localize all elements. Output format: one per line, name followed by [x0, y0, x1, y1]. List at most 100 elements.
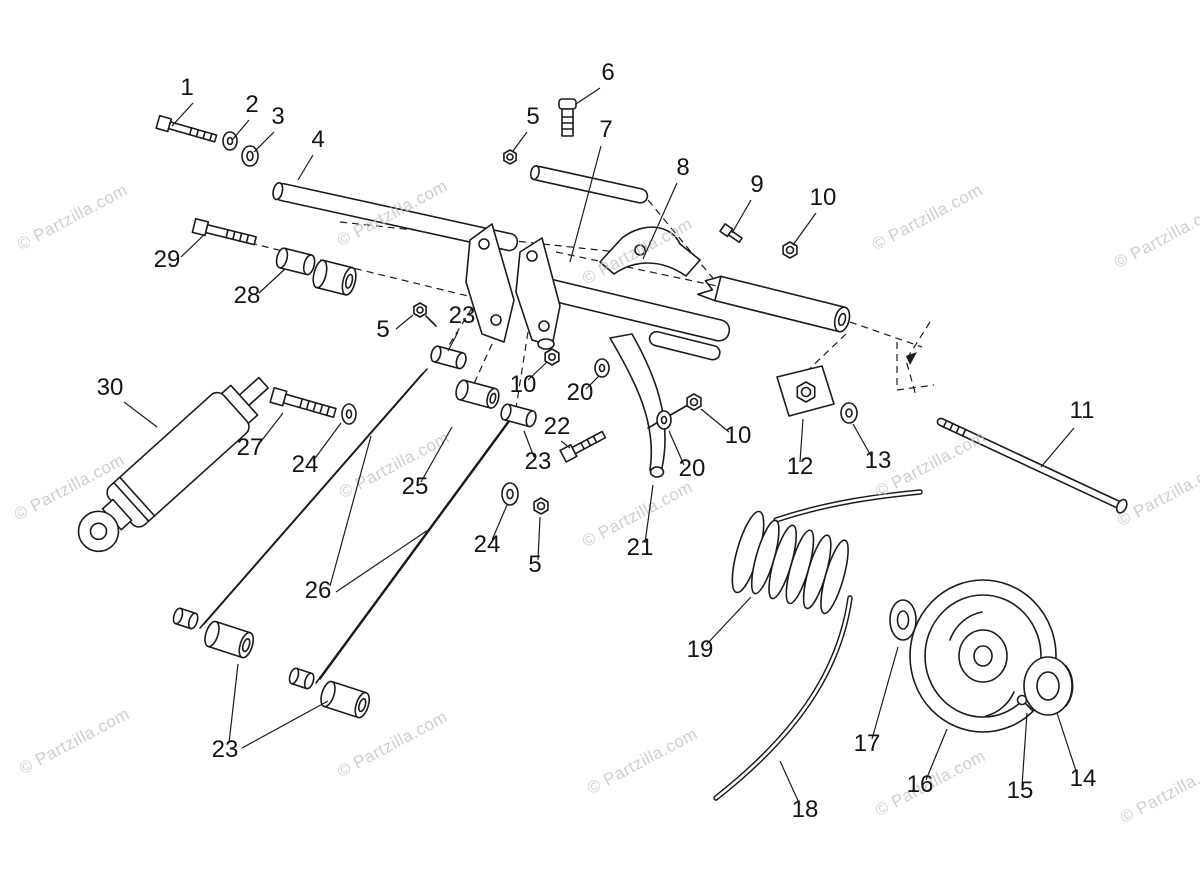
part-torque-bracket-8 [599, 226, 701, 277]
watermark-text: © Partzilla.com [16, 704, 133, 778]
callout-21: 21 [627, 534, 654, 561]
part-nut-5-mid [413, 302, 437, 327]
callout-17: 17 [854, 730, 881, 757]
callout-leader-24 [312, 422, 342, 462]
watermark-text: © Partzilla.com [584, 724, 701, 798]
callout-leader-20 [585, 375, 600, 390]
callout-15: 15 [1007, 777, 1034, 804]
part-spacer-28 [275, 247, 357, 296]
part-bracket-plates [465, 223, 561, 347]
callout-20: 20 [679, 455, 706, 482]
part-washer-24-left [341, 403, 357, 425]
part-bushings-lower-a [172, 607, 255, 659]
callout-28: 28 [234, 282, 261, 309]
part-idler-wheel-16 [909, 579, 1057, 733]
callout-4: 4 [311, 126, 324, 153]
callout-leader-19 [705, 596, 752, 646]
callout-1: 1 [180, 74, 193, 101]
part-hub-14 [1023, 656, 1074, 716]
callout-9: 9 [750, 171, 763, 198]
callout-leader-23 [241, 700, 329, 749]
callout-23: 23 [525, 448, 552, 475]
watermark-text: © Partzilla.com [336, 428, 453, 502]
callout-leader-5 [395, 314, 414, 330]
callout-leader-11 [1040, 427, 1075, 468]
callout-leader-29 [180, 232, 207, 258]
callout-3: 3 [271, 103, 284, 130]
part-mount-block-12 [776, 365, 835, 417]
part-nut-5-top [503, 149, 517, 165]
callout-leader-26 [329, 435, 372, 587]
callout-leader-23 [228, 663, 239, 744]
callout-5: 5 [526, 103, 539, 130]
part-bolt-6 [558, 98, 577, 137]
callout-leader-12 [799, 418, 804, 463]
part-nut-5-lower [533, 497, 549, 515]
callout-leader-21 [644, 484, 654, 544]
callout-leader-5 [512, 131, 528, 152]
watermark-text: © Partzilla.com [14, 180, 131, 254]
callout-leader-15 [1021, 712, 1028, 787]
callout-leader-30 [123, 401, 158, 428]
part-washer-2 [222, 131, 238, 151]
callout-leader-25 [420, 426, 453, 483]
callout-5: 5 [376, 316, 389, 343]
callout-leader-22 [560, 440, 571, 449]
part-bolt-29 [191, 217, 257, 246]
callout-26: 26 [305, 577, 332, 604]
part-bolt-15 [1016, 694, 1034, 712]
part-bushings-upper-23-25 [430, 345, 537, 428]
part-shock-absorber-30 [77, 376, 269, 553]
callout-leader-24 [491, 504, 508, 541]
callout-5: 5 [528, 551, 541, 578]
callout-leader-27 [258, 412, 284, 445]
callout-2: 2 [245, 91, 258, 118]
callout-leader-6 [575, 87, 601, 105]
callout-20: 20 [567, 379, 594, 406]
watermark-text: © Partzilla.com [1114, 456, 1200, 530]
callout-10: 10 [810, 184, 837, 211]
part-washer-17 [889, 599, 917, 641]
part-washer-24-center [501, 482, 519, 506]
callout-leader-2 [232, 119, 250, 140]
callout-leader-10 [527, 361, 548, 381]
part-lower-arm-21 [609, 333, 666, 478]
callout-leader-1 [171, 102, 194, 127]
part-washer-13 [840, 402, 858, 424]
callout-leader-8 [642, 182, 678, 260]
callout-leader-13 [852, 423, 872, 457]
watermark-layer: © Partzilla.com © Partzilla.com © Partzill… [11, 176, 1200, 827]
callout-23: 23 [212, 736, 239, 763]
callout-23: 23 [449, 302, 476, 329]
callout-22: 22 [544, 413, 571, 440]
part-nut-10-upper [782, 241, 798, 259]
watermark-text: © Partzilla.com [334, 707, 451, 781]
part-upper-shaft-4 [272, 164, 649, 252]
callout-leader-7 [569, 145, 602, 263]
callout-leader-10 [700, 408, 730, 433]
watermark-text: © Partzilla.com [1111, 198, 1200, 272]
watermark-text: © Partzilla.com [1117, 753, 1200, 827]
callout-13: 13 [865, 447, 892, 474]
callout-6: 6 [601, 59, 614, 86]
part-bolt-9 [719, 223, 743, 244]
callout-18: 18 [792, 796, 819, 823]
part-bolt-22 [559, 430, 607, 463]
callout-leader-4 [297, 154, 314, 181]
direction-arrow [906, 352, 917, 365]
part-rear-tube [697, 275, 851, 333]
callout-leader-9 [731, 199, 752, 234]
part-washer-20-right [647, 397, 701, 430]
callout-leader-16 [925, 728, 948, 781]
callout-10: 10 [510, 371, 537, 398]
part-bushings-lower-b [288, 667, 371, 719]
callout-11: 11 [1070, 397, 1095, 424]
callout-leader-26 [335, 529, 429, 593]
part-washer-nut-10-center [537, 338, 560, 366]
callout-29: 29 [154, 246, 181, 273]
part-bolt-27 [269, 386, 337, 419]
callout-leader-10 [792, 212, 817, 246]
